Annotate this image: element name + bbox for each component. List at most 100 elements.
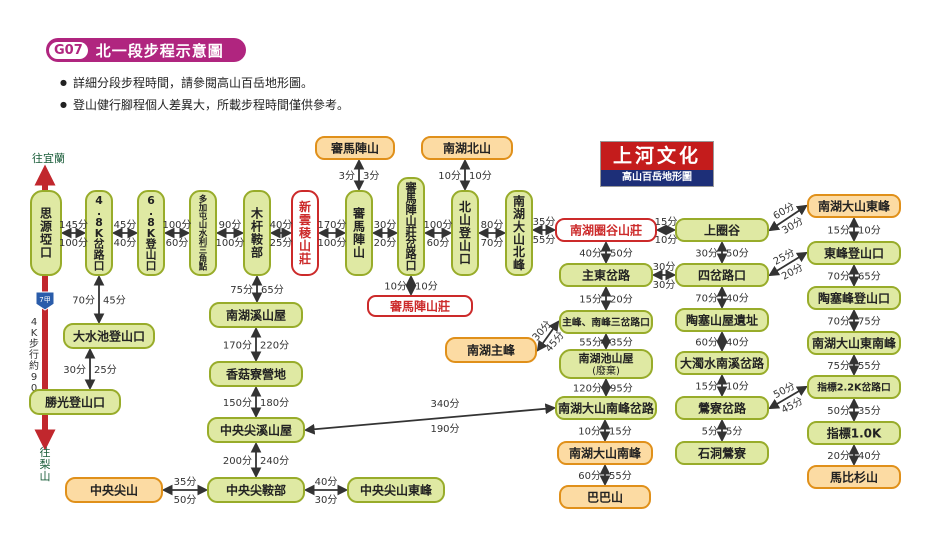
walking-time: 10分 [469,170,492,182]
node-label: 莊 [298,251,311,266]
node-zhongjian-saddle [207,477,305,503]
walking-time: 10分 [578,426,601,438]
walking-time: 145分 [59,219,88,231]
node-label: 登 [458,225,472,240]
node-label: 杆 [251,219,263,234]
walking-time: 80分 [481,219,504,231]
node-label: 中央尖山 [90,482,138,497]
node-label: 峰 [513,257,526,272]
node-label: 三 [199,245,208,255]
walking-time: 170分 [317,219,346,231]
node-label: 鶯寮岔路 [698,400,747,415]
walking-time: 15分 [695,381,718,393]
node-zhudong-fork [559,263,653,287]
south-direction-label: 往 [40,445,51,459]
walking-time: 10分 [726,381,749,393]
node-label: 審馬陣山莊 [389,298,450,313]
walking-time: 40分 [858,450,881,462]
node-label: 四岔路口 [698,267,746,282]
node-note: (廢棄) [592,364,620,377]
node-label: 木 [250,206,264,221]
walking-time: 25分 [270,237,293,249]
walking-time: 20分 [610,294,633,306]
walking-time: 50分 [771,380,797,401]
walking-time: 30分 [653,279,676,291]
node-label: 大濁水南溪岔路 [680,355,765,370]
walking-time: 10分 [438,170,461,182]
walking-time: 170分 [223,340,252,352]
node-label: K [95,227,104,240]
node-label: 北 [513,244,525,259]
node-label: 源 [40,219,52,234]
walking-time: 70分 [827,271,850,283]
node-label: 南湖大山南峰 [569,445,642,460]
walking-time: 30分 [315,494,338,506]
walking-time: 3分 [363,170,379,182]
walking-time: 20分 [374,237,397,249]
walking-time: 30分 [63,364,86,376]
node-taosai-ruins [675,308,769,332]
node-label: 山 [513,232,525,247]
walking-time: 60分 [695,337,718,349]
trail-segment [768,204,808,232]
node-label: 山 [405,214,416,228]
node-shengguang [29,389,121,415]
node-label: 南湖大山東南峰 [812,335,897,350]
note-item: 詳細分段步程時間，請參閱高山百岳地形圖。 [60,72,349,94]
walking-time: 5分 [726,426,742,438]
road-distance-note: 0 [31,383,37,394]
node-label: 岔 [94,237,105,251]
walking-time: 10分 [415,281,438,293]
node-nanhuchi-hut [559,349,653,379]
road-distance-note: 行 [29,348,39,361]
walking-time: 50分 [610,248,633,260]
walking-time: 70分 [695,293,718,305]
node-label: 路 [94,248,105,262]
node-xiangguliao [209,361,303,387]
node-label: 陶塞峰登山口 [818,290,890,305]
walking-time: 15分 [609,426,632,438]
node-label: 東峰登山口 [824,245,884,260]
node-shidong [675,441,769,465]
node-label: 山 [459,212,471,227]
node-label: 口 [459,252,471,266]
note-item: 登山健行腳程個人差異大，所載步程時間僅供參考。 [60,94,349,116]
walking-time: 40分 [726,337,749,349]
walking-time: 35分 [858,405,881,417]
walking-time: 25分 [771,246,797,267]
node-label: 稜 [299,225,312,240]
node-label: 鞍 [251,232,263,247]
trail-segment [536,320,560,352]
node-xinyun [291,190,319,276]
walking-time: 50分 [174,494,197,506]
node-label: 南湖主峰 [467,342,516,357]
node-label: 陶塞山屋遺址 [686,312,758,327]
node-label: 大 [513,219,525,234]
node-label: . [97,205,101,218]
node-label: 香菇寮營地 [225,366,286,381]
walking-time: 35分 [610,337,633,349]
walking-time: 40分 [315,476,338,488]
node-label: 審 [404,180,417,194]
walking-time: 30分 [695,248,718,260]
node-label: 中央尖鞍部 [226,482,286,497]
walking-time: 45分 [103,295,126,307]
walking-time: 180分 [260,397,289,409]
walking-time: 55分 [609,470,632,482]
node-yingliao-fork [675,396,769,420]
node-label: 多 [199,194,208,204]
node-baba [559,485,651,509]
node-marker10 [807,421,901,445]
node-north-trail [451,190,479,276]
node-label: 角 [199,253,207,263]
node-duojiatun [189,190,217,276]
road-distance-note: 約 [29,359,39,372]
node-label: 登 [145,237,157,251]
walking-time: 40分 [579,248,602,260]
node-label: 主峰、南峰三岔路口 [562,316,650,329]
walking-time: 340分 [430,398,459,410]
node-taosai-peak [807,286,901,310]
node-label: 陣 [353,232,365,247]
walking-time: 100分 [215,237,244,249]
road-distance-note: K [31,328,38,339]
